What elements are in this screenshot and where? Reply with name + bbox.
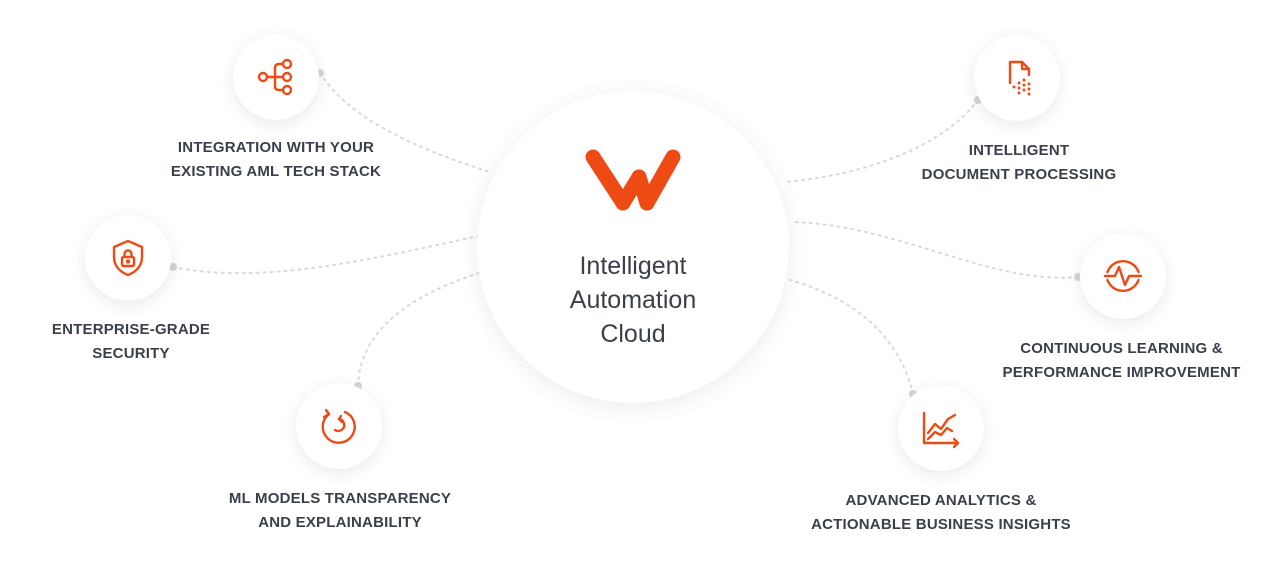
- feature-label-ml-models: ML MODELS TRANSPARENCY AND EXPLAINABILIT…: [210, 487, 470, 535]
- feature-label-line: SECURITY: [92, 345, 170, 362]
- feature-node-ml-models: [296, 383, 382, 469]
- connector-integration: [319, 72, 491, 173]
- feature-label-line: ML MODELS TRANSPARENCY: [228, 490, 452, 507]
- line-chart-icon: [922, 411, 960, 449]
- connector-security: [172, 235, 479, 275]
- feature-label-line: CONTINUOUS LEARNING &: [1020, 340, 1223, 357]
- shield-lock-icon: [112, 239, 144, 277]
- pulse-monitor-icon: [1103, 259, 1143, 293]
- feature-label-line: ADVANCED ANALYTICS &: [845, 492, 1037, 509]
- feature-node-security: [85, 215, 171, 301]
- feature-label-document: INTELLIGENT DOCUMENT PROCESSING: [889, 139, 1149, 187]
- refresh-cycle-icon: [321, 408, 356, 444]
- connector-dot: [169, 263, 177, 271]
- brand-logo-icon: [585, 149, 681, 211]
- feature-node-learning: [1080, 233, 1166, 319]
- feature-label-line: INTEGRATION WITH YOUR: [177, 139, 375, 156]
- feature-node-integration: [233, 34, 319, 120]
- feature-label-line: PERFORMANCE IMPROVEMENT: [1002, 364, 1241, 381]
- connector-analytics: [789, 279, 914, 395]
- connector-ml-models: [357, 271, 483, 387]
- feature-label-line: ACTIONABLE BUSINESS INSIGHTS: [811, 516, 1071, 533]
- connector-learning: [791, 221, 1079, 279]
- feature-label-analytics: ADVANCED ANALYTICS & ACTIONABLE BUSINESS…: [791, 489, 1091, 537]
- integration-tree-icon: [257, 58, 293, 96]
- hub-title-line: Automation: [569, 286, 697, 314]
- hub-title-line: Cloud: [600, 320, 666, 348]
- feature-label-line: INTELLIGENT: [968, 142, 1070, 159]
- connector-document: [785, 99, 979, 183]
- feature-label-security: ENTERPRISE-GRADE SECURITY: [31, 318, 231, 366]
- feature-label-integration: INTEGRATION WITH YOUR EXISTING AML TECH …: [146, 136, 406, 184]
- hub-title: Intelligent Automation Cloud: [477, 249, 789, 351]
- feature-node-analytics: [898, 385, 984, 471]
- feature-label-line: DOCUMENT PROCESSING: [921, 166, 1117, 183]
- feature-label-line: ENTERPRISE-GRADE: [51, 321, 211, 338]
- hub-circle: Intelligent Automation Cloud: [477, 91, 789, 403]
- feature-node-document: [974, 35, 1060, 121]
- feature-label-line: EXISTING AML TECH STACK: [170, 163, 382, 180]
- document-scan-icon: [1008, 60, 1031, 96]
- feature-label-line: AND EXPLAINABILITY: [258, 514, 422, 531]
- feature-label-learning: CONTINUOUS LEARNING & PERFORMANCE IMPROV…: [989, 337, 1254, 385]
- hub-title-line: Intelligent: [579, 252, 687, 280]
